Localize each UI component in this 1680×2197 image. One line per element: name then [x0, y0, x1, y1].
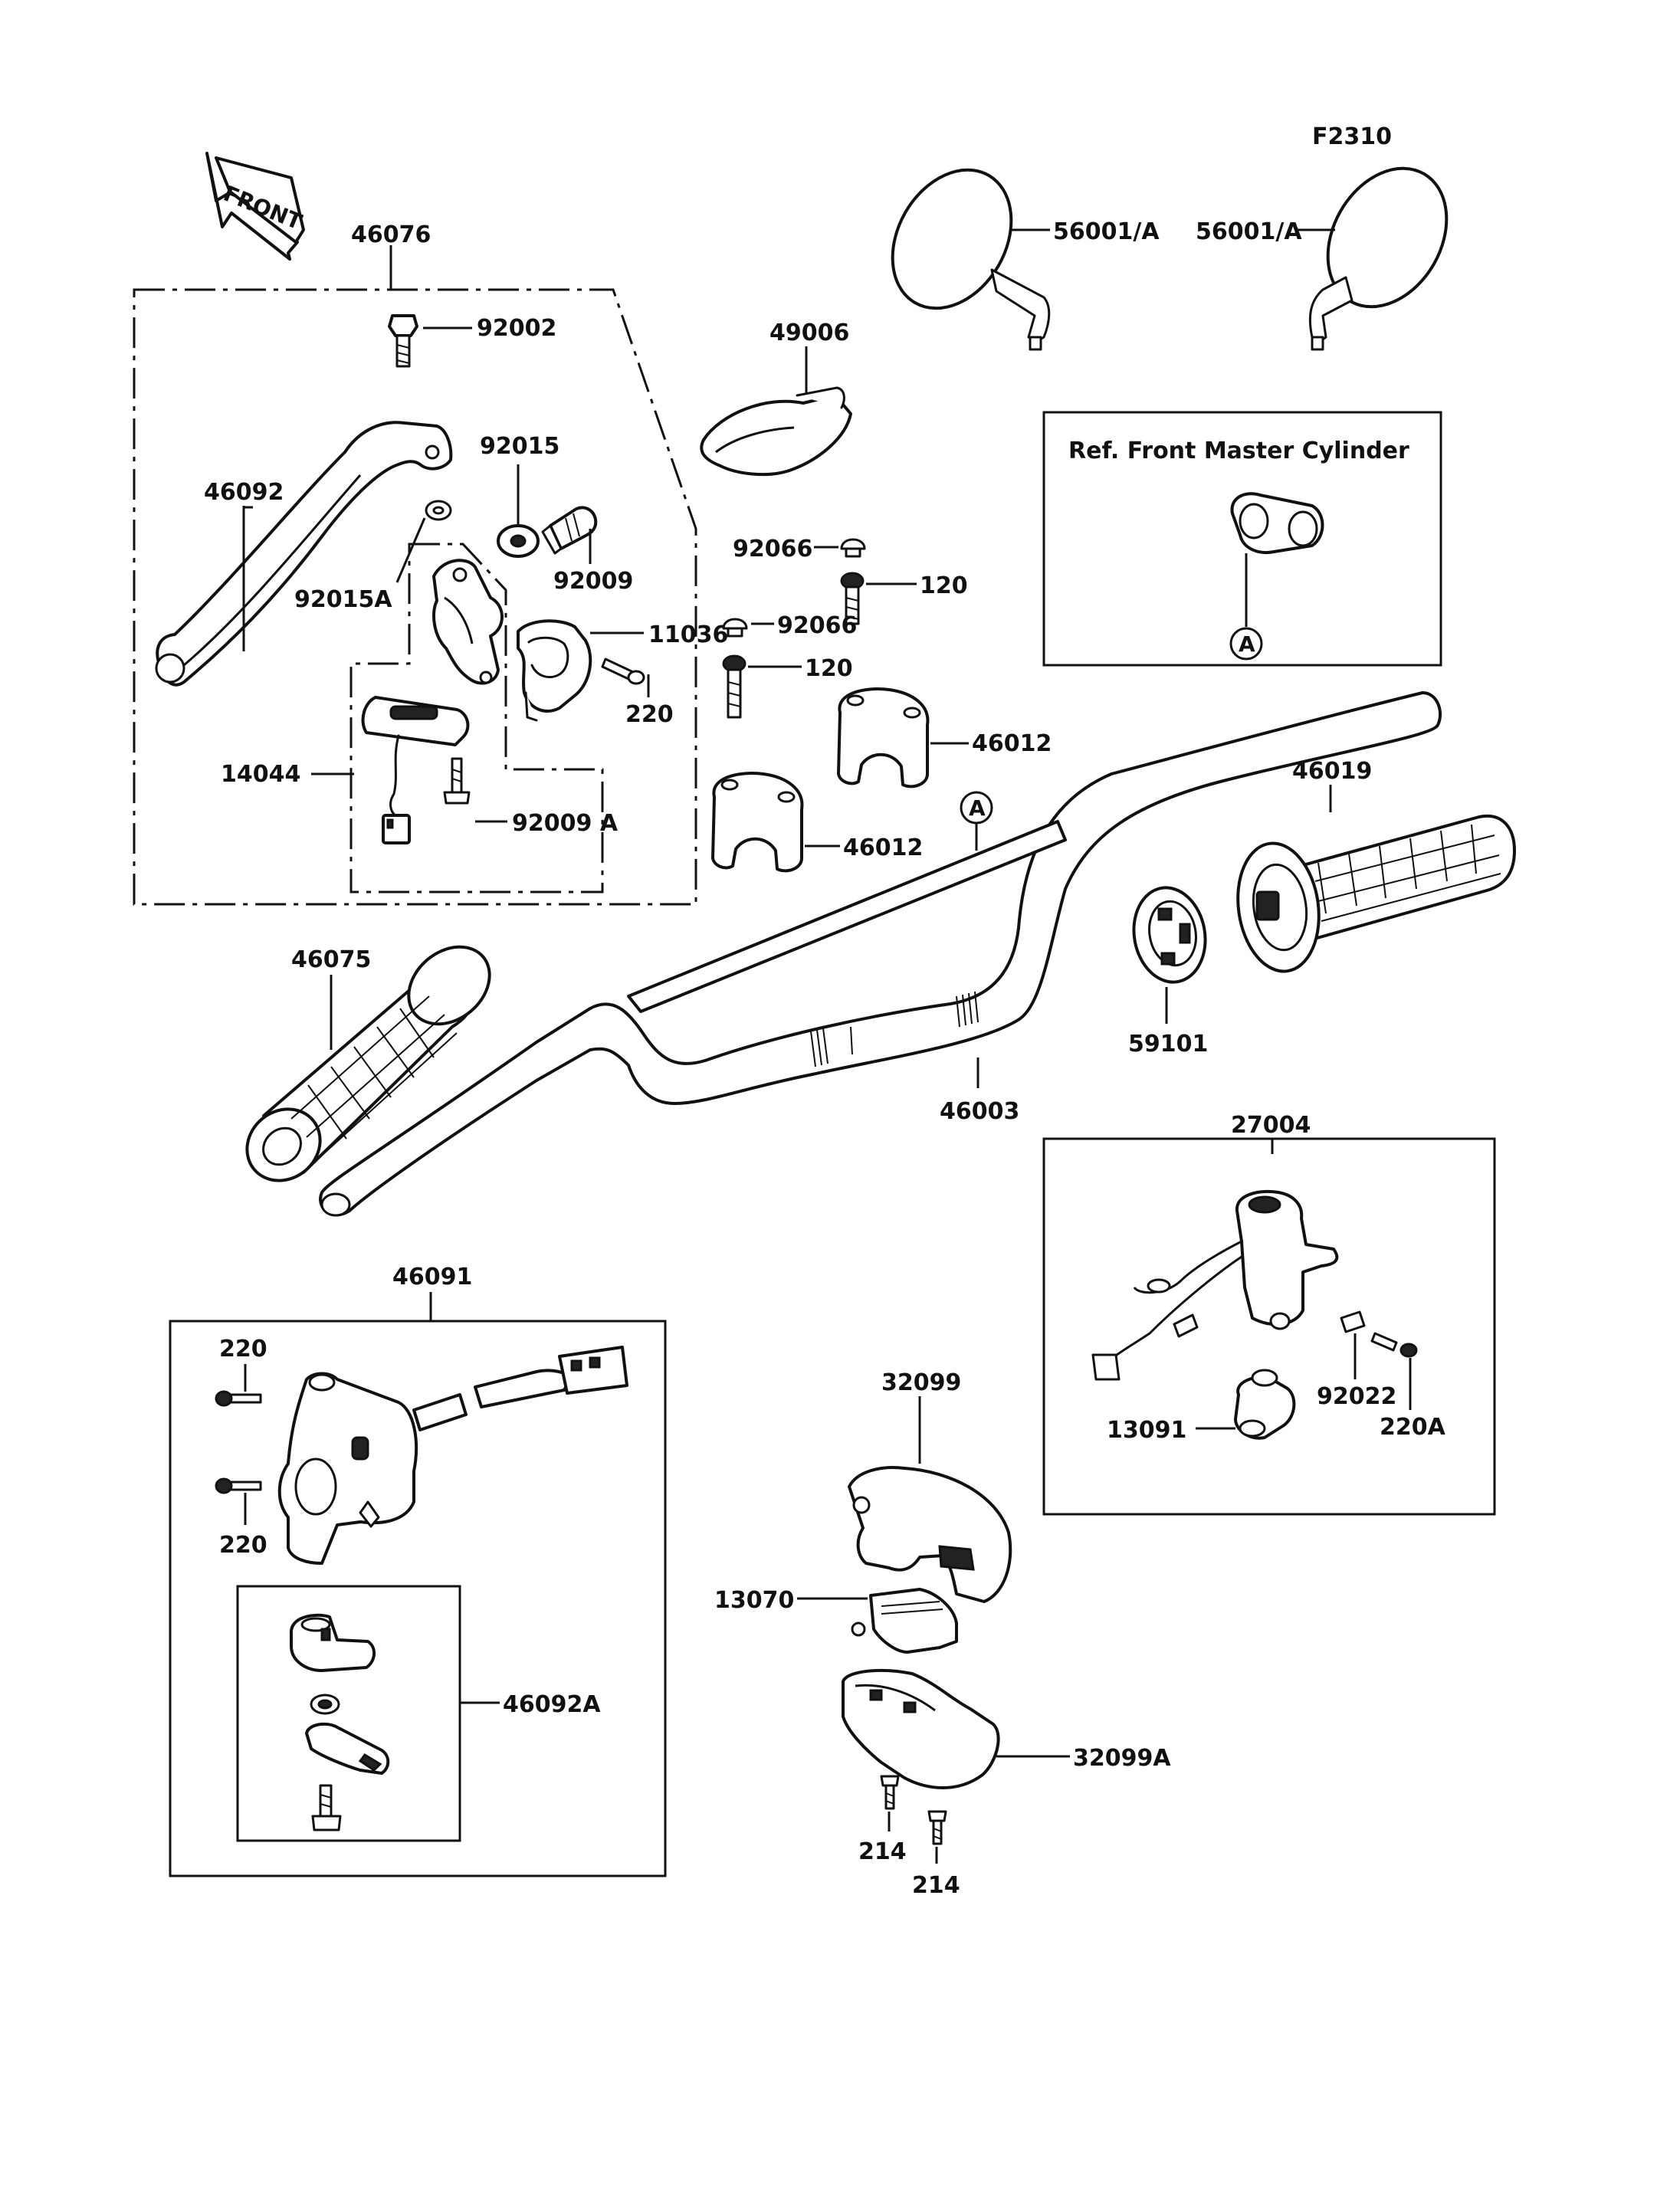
ref-marker-circle	[1229, 627, 1263, 661]
label-56001a-right: 56001/A	[1196, 218, 1302, 245]
key-cylinder-13091-icon	[1234, 1369, 1296, 1440]
mirror-left-icon	[891, 168, 1051, 351]
label-46012-lower: 46012	[843, 835, 923, 861]
throttle-switch-13070-icon	[851, 1588, 958, 1654]
label-120-top: 120	[920, 572, 968, 599]
handlebar-icon	[319, 691, 1442, 1217]
label-59101: 59101	[1128, 1031, 1208, 1058]
label-46019: 46019	[1292, 758, 1372, 785]
label-46075: 46075	[291, 946, 371, 973]
label-56001a-left: 56001/A	[1053, 218, 1160, 245]
lever-holder-icon	[432, 559, 504, 685]
clutch-lever-icon	[155, 421, 453, 687]
front-arrow-icon: FRONT	[205, 152, 306, 261]
screw-214-left-icon	[880, 1775, 900, 1810]
nut-92015a-icon	[425, 500, 452, 521]
label-220-lower: 220	[219, 1532, 267, 1559]
label-11036: 11036	[648, 621, 728, 648]
label-92009a: 92009 A	[512, 810, 619, 837]
master-cylinder-clamp-icon	[1230, 492, 1324, 554]
bolt-92002-icon	[388, 314, 418, 368]
left-switch-housing-icon	[277, 1346, 628, 1565]
left-switch-box	[169, 1320, 667, 1877]
diagram-code: F2310	[1312, 123, 1392, 150]
screw-220-lower-icon	[215, 1477, 262, 1494]
label-46076: 46076	[351, 221, 431, 248]
screw-220-top-icon	[601, 657, 645, 685]
ignition-switch-icon	[1091, 1190, 1339, 1381]
clamp-11036-icon	[517, 619, 592, 722]
ref-master-cylinder-group: Ref. Front Master Cylinder A	[1042, 411, 1442, 667]
label-46091: 46091	[392, 1264, 472, 1290]
bar-clamp-lower-icon	[711, 772, 804, 873]
throttle-pulley-59101-icon	[1132, 886, 1207, 984]
ignition-box	[1042, 1137, 1496, 1516]
screw-92009a-icon	[443, 757, 471, 805]
ref-box	[1042, 411, 1442, 667]
perch-sub-box	[349, 543, 604, 894]
switch-internals-box	[236, 1585, 461, 1842]
label-32099: 32099	[881, 1369, 961, 1396]
label-92022: 92022	[1317, 1383, 1396, 1410]
label-220-top: 220	[625, 701, 674, 728]
label-13070: 13070	[714, 1587, 794, 1614]
cap-92066-top-icon	[840, 538, 866, 558]
bolt-120-top-icon	[840, 572, 865, 625]
switch-internals-icon	[290, 1613, 390, 1831]
ref-box-title: Ref. Front Master Cylinder	[1068, 438, 1409, 464]
label-32099a: 32099A	[1073, 1745, 1171, 1772]
label-92009: 92009	[553, 568, 633, 595]
label-13091: 13091	[1107, 1417, 1186, 1444]
lower-housing-32099a-icon	[842, 1668, 1000, 1789]
screw-220a-icon	[1370, 1332, 1418, 1358]
label-220-upper: 220	[219, 1336, 267, 1362]
bar-marker-a: A	[969, 795, 986, 821]
washer-92022-icon	[1340, 1310, 1366, 1333]
washer-92015-icon	[497, 524, 540, 558]
label-214-right: 214	[912, 1872, 960, 1899]
label-92066-top: 92066	[733, 536, 812, 562]
bolt-120-bottom-icon	[722, 654, 746, 719]
label-27004: 27004	[1231, 1112, 1311, 1139]
label-49006: 49006	[769, 320, 849, 346]
label-14044: 14044	[221, 761, 300, 788]
label-46092: 46092	[204, 479, 284, 506]
ignition-switch-group: 27004 13091 92022 220A	[1042, 1112, 1496, 1516]
bar-clamp-upper-icon	[837, 687, 930, 789]
ref-marker-a: A	[1239, 631, 1255, 657]
label-92015: 92015	[480, 433, 559, 460]
label-92002: 92002	[477, 315, 556, 342]
mirror-right-icon	[1308, 166, 1449, 351]
left-grip-icon	[245, 945, 491, 1182]
screw-214-right-icon	[927, 1810, 947, 1845]
throttle-grip-icon	[1236, 814, 1516, 973]
lever-cover-49006-icon	[700, 386, 852, 477]
lever-assembly-box	[133, 288, 697, 906]
screw-220-upper-icon	[215, 1390, 262, 1407]
cap-92066-bottom-icon	[722, 618, 748, 638]
left-switch-group: 46091 220 220 46092A	[169, 1264, 667, 1877]
label-120-bottom: 120	[805, 655, 853, 682]
label-220A: 220A	[1380, 1414, 1446, 1441]
right-switch-housing-icon	[848, 1466, 1012, 1603]
switch-14044-icon	[361, 696, 470, 844]
label-214-left: 214	[858, 1838, 907, 1865]
adjuster-92009-icon	[541, 506, 598, 555]
label-46003: 46003	[940, 1098, 1019, 1125]
label-46012-upper: 46012	[972, 730, 1052, 757]
label-92066-bottom: 92066	[777, 612, 857, 639]
label-46092a: 46092A	[503, 1691, 601, 1718]
label-92015a: 92015A	[294, 586, 392, 613]
lever-assembly-group: 46076 92002 46092 92015A	[133, 221, 728, 906]
